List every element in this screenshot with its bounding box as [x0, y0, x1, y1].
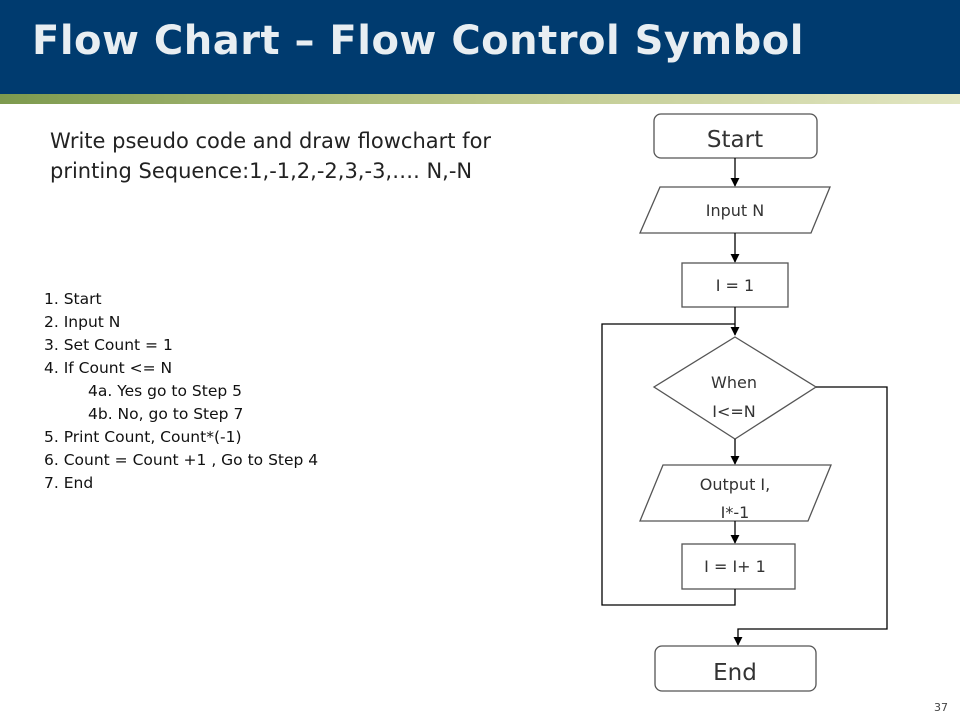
- input-parallelogram: [639, 186, 831, 234]
- problem-line-2: printing Sequence:1,-1,2,-2,3,-3,…. N,-N: [50, 159, 473, 183]
- end-label: End: [713, 660, 757, 686]
- pseudocode-step: 2. Input N: [44, 313, 121, 331]
- pseudocode-substep: 4b. No, go to Step 7: [88, 405, 244, 423]
- pseudocode-step: 1. Start: [44, 290, 102, 308]
- decision-label-line-2: I<=N: [712, 402, 756, 421]
- slide-title: Flow Chart – Flow Control Symbol: [32, 18, 804, 64]
- pseudocode-step: 7. End: [44, 474, 94, 492]
- problem-line-1: Write pseudo code and draw flowchart for: [50, 129, 492, 153]
- start-label: Start: [707, 127, 763, 153]
- problem-statement: Write pseudo code and draw flowchart for…: [50, 126, 630, 186]
- end-terminator: [654, 645, 817, 692]
- pseudocode-step: 5. Print Count, Count*(-1): [44, 428, 242, 446]
- input-label: Input N: [706, 201, 764, 220]
- pseudocode-substep: 4a. Yes go to Step 5: [88, 382, 242, 400]
- title-accent-stripe: [0, 94, 960, 104]
- output-label-line-2: I*-1: [721, 503, 750, 522]
- page-number: 37: [934, 701, 948, 714]
- output-label-line-1: Output I,: [700, 475, 770, 494]
- decision-label-line-1: When: [711, 373, 757, 392]
- init-process: [681, 262, 789, 308]
- exit-connector: [733, 386, 888, 646]
- pseudocode-list: 1. Start 2. Input N 3. Set Count = 1 4. …: [44, 288, 318, 495]
- increment-process: [681, 543, 796, 590]
- pseudocode-step: 3. Set Count = 1: [44, 336, 173, 354]
- pseudocode-step: 4. If Count <= N: [44, 359, 173, 377]
- pseudocode-step: 6. Count = Count +1 , Go to Step 4: [44, 451, 319, 469]
- output-parallelogram: [639, 464, 832, 522]
- init-label: I = 1: [716, 276, 754, 295]
- increment-label: I = I+ 1: [704, 557, 766, 576]
- loop-back-connector: [601, 323, 736, 606]
- title-bar: [0, 0, 960, 94]
